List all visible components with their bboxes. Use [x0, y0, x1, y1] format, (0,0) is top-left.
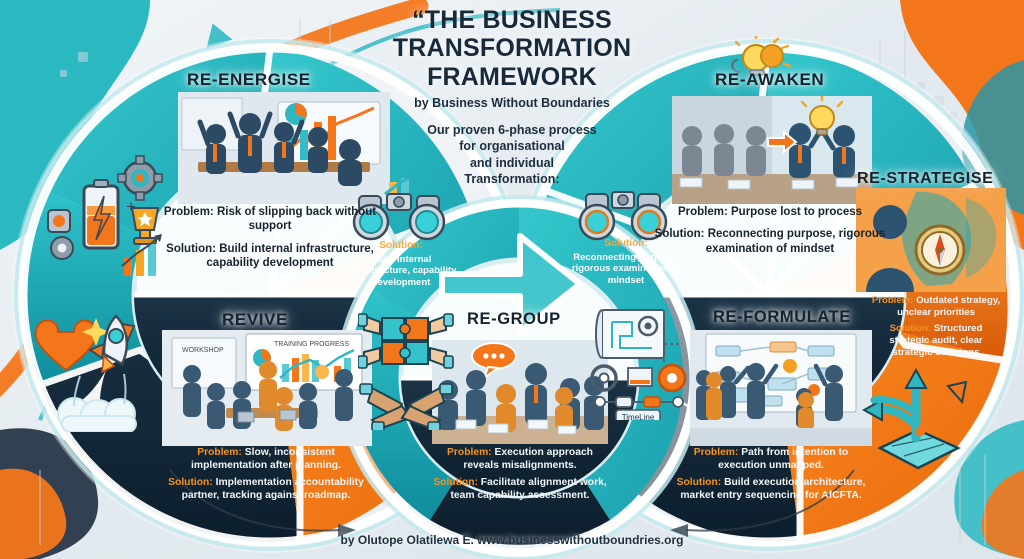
gear-icon — [590, 364, 618, 392]
timeline-label: TimeLine — [622, 413, 655, 420]
solution-chip-label-awaken: Solution: — [604, 238, 648, 249]
battery-charge-icon: + — [47, 155, 163, 276]
gear-icon — [637, 315, 659, 337]
bar-chart-growth-icon — [384, 178, 412, 198]
page-tagline: Our proven 6-phase process for organisat… — [352, 122, 672, 188]
puzzle-hands-icon — [358, 313, 454, 369]
plug-icon — [47, 209, 71, 233]
info-card-re-awaken: Problem: Purpose lost to process Solutio… — [650, 205, 890, 256]
solution-label-re-formulate: Solution: — [676, 477, 722, 489]
icon-puzzle-hands — [358, 300, 454, 430]
sparkle-icon — [82, 318, 110, 346]
workshop-board-label: WORKSHOP — [182, 347, 224, 354]
gear-icon — [117, 155, 163, 201]
heart-icon — [34, 319, 98, 372]
problem-label-re-awaken: Problem: — [677, 206, 728, 218]
icon-rocket-heart — [18, 296, 144, 432]
blueprint-icon — [595, 309, 665, 359]
gear-icon-small — [50, 236, 74, 260]
phase-title-re-energise: RE-ENERGISE — [187, 70, 311, 89]
scene-re-group — [432, 340, 608, 444]
info-card-revive: Problem: Slow, inconsistent implementati… — [158, 440, 374, 511]
header-block: “THE BUSINESS TRANSFORMATION FRAMEWORK b… — [352, 6, 672, 188]
tagline-line-3: and individual — [469, 155, 555, 170]
tagline-line-1: Our proven 6-phase process — [427, 122, 597, 137]
icon-panel-energise: + — [36, 150, 168, 286]
tagline-line-4: Transformation: — [464, 172, 560, 187]
scene-re-awaken — [672, 96, 872, 204]
phase-title-re-awaken: RE-AWAKEN — [715, 70, 825, 89]
solution-text-re-energise: Build internal infrastructure, capabilit… — [206, 242, 374, 270]
lightbulb-icon — [800, 96, 844, 136]
problem-label-re-group: Problem: — [447, 447, 492, 458]
binoculars-icon — [352, 193, 446, 241]
icon-branching-arrows-map — [862, 368, 972, 476]
solution-text-re-group: Facilitate alignment work, team capabili… — [450, 477, 607, 501]
info-card-re-formulate: Problem: Path from intention to executio… — [666, 440, 876, 511]
solution-chip-energise: Solution: Build internal infrastructure,… — [340, 240, 462, 288]
center-flow-arrow — [439, 233, 583, 335]
solution-label-revive: Solution: — [168, 477, 213, 489]
problem-text-re-strategise: Outdated strategy, unclear priorities — [897, 295, 1001, 318]
trophy-icon — [130, 207, 160, 245]
solution-text-revive: Implementation accountability partner, t… — [181, 477, 364, 501]
solution-label-re-group: Solution: — [433, 477, 478, 489]
icon-blueprint-timeline: TimeLine — [586, 302, 698, 420]
title-line-1: “THE BUSINESS — [412, 6, 612, 34]
problem-text-re-formulate: Path from intention to execution unmappe… — [718, 447, 849, 471]
icon-binoculars-growth — [345, 178, 455, 246]
solution-chip-text-energise: Build internal infrastructure, capabilit… — [345, 254, 457, 288]
solution-chip-label-energise: Solution: — [379, 240, 423, 251]
problem-label-re-energise: Problem: — [163, 206, 214, 218]
icon-lightbulb-awaken — [730, 36, 796, 78]
phase-title-revive: REVIVE — [222, 310, 288, 329]
info-card-re-strategise: Problem: Outdated strategy, unclear prio… — [860, 288, 1012, 368]
svg-text:+: + — [126, 197, 136, 216]
page-subtitle: by Business Without Boundaries — [414, 95, 610, 110]
tagline-line-2: for organisational — [459, 139, 565, 154]
problem-text-re-group: Execution approach reveals misalignments… — [463, 447, 593, 471]
problem-text-revive: Slow, inconsistent implementation after … — [191, 447, 341, 471]
phase-title-re-strategise: RE-STRATEGISE — [857, 170, 994, 187]
handshake-icon — [359, 383, 453, 430]
solution-chip-text-awaken: Reconnecting purpose, rigorous examinati… — [571, 252, 681, 286]
problem-text-re-energise: Risk of slipping back without support — [216, 206, 377, 233]
problem-label-re-strategise: Problem: — [871, 295, 914, 306]
solution-label-re-energise: Solution: — [166, 242, 216, 255]
scene-revive: WORKSHOP TRAINING PROGRESS — [162, 330, 372, 446]
problem-label-revive: Problem: — [197, 447, 242, 458]
phase-title-re-group: RE-GROUP — [467, 310, 561, 328]
solution-label-re-strategise: Solution: — [889, 323, 932, 335]
problem-label-re-formulate: Problem: — [693, 447, 739, 458]
orange-arrow-icon — [767, 129, 798, 155]
solution-chip-awaken: Solution: Reconnecting purpose, rigorous… — [566, 238, 686, 286]
phase-title-re-formulate: RE-FORMULATE — [713, 308, 851, 326]
info-card-re-energise: Problem: Risk of slipping back without s… — [150, 205, 390, 271]
solution-text-re-formulate: Build execution architecture, market ent… — [680, 477, 866, 501]
gear-icon-orange — [657, 363, 687, 393]
info-card-re-group: Problem: Execution approach reveals misa… — [420, 440, 620, 511]
footer-credit: by Olutope Olatilewa E. www.businesswith… — [340, 533, 684, 547]
icon-binoculars-awaken — [570, 182, 674, 244]
training-progress-board-label: TRAINING PROGRESS — [274, 341, 349, 348]
compass-icon — [914, 224, 966, 276]
solution-text-re-awaken: Reconnecting purpose, rigorous examinati… — [705, 228, 886, 255]
scene-re-strategise — [856, 188, 1006, 292]
solution-text-re-strategise: Structured strategic audit, clear strate… — [889, 323, 983, 358]
problem-text-re-awaken: Purpose lost to process — [731, 206, 863, 218]
scene-re-formulate — [690, 330, 872, 446]
title-line-2: TRANSFORMATION — [392, 34, 632, 63]
page-title: “THE BUSINESS TRANSFORMATION FRAMEWORK — [352, 6, 672, 91]
rocket-icon — [87, 314, 136, 374]
bar-chart-growth-icon — [121, 234, 162, 276]
solution-label-re-awaken: Solution: — [654, 228, 705, 241]
title-line-3: FRAMEWORK — [427, 62, 597, 91]
scene-re-energise — [178, 92, 390, 204]
speech-bubble-icon — [471, 342, 517, 381]
